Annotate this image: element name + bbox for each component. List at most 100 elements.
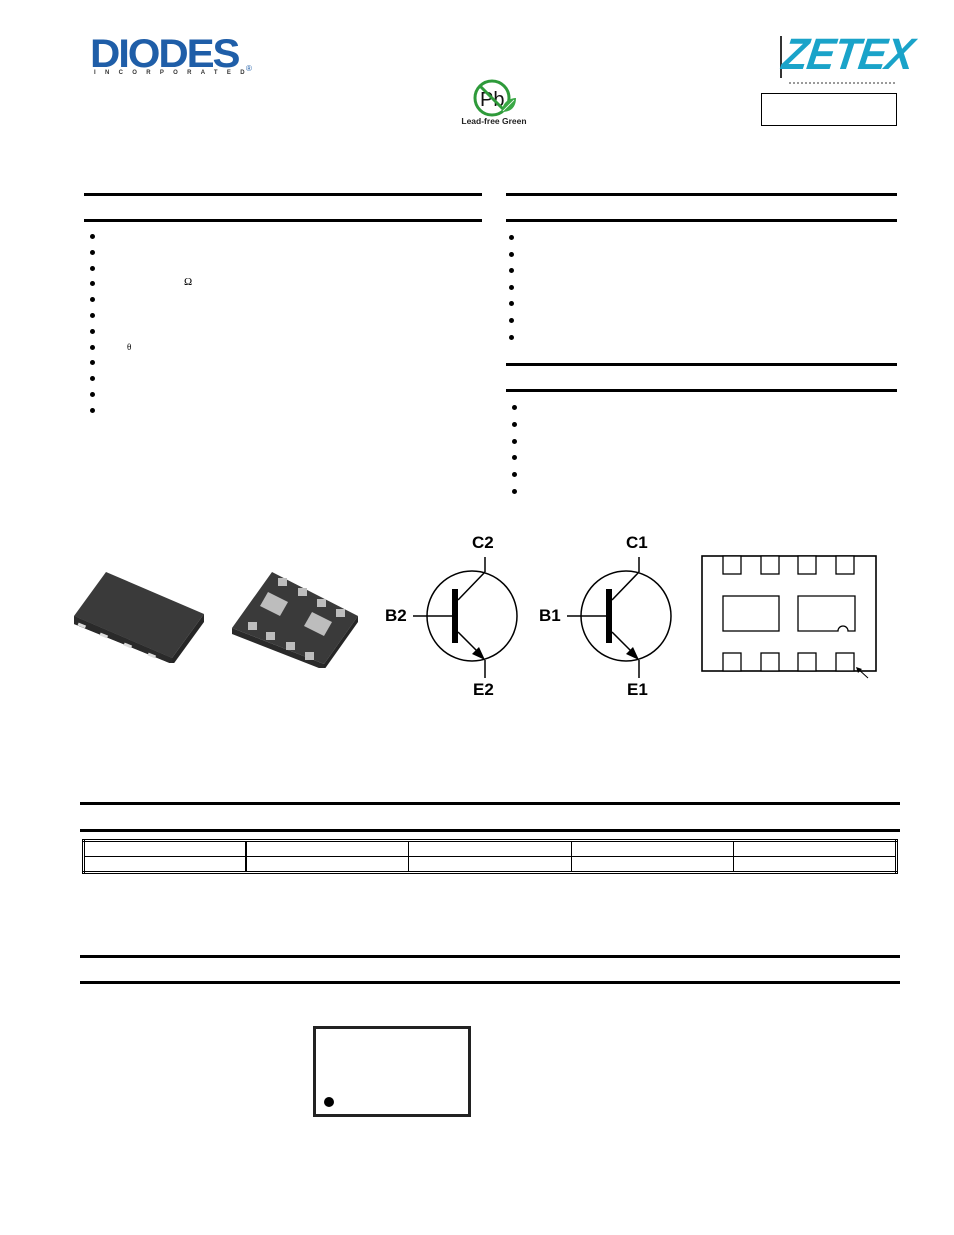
registered-mark: ® — [246, 64, 252, 73]
features-item — [90, 404, 480, 420]
marking-top-rule — [80, 955, 900, 958]
lead-free-green-badge: Pb Lead-free Green — [458, 78, 530, 128]
table-cell — [570, 856, 735, 873]
bullet-icon — [509, 334, 514, 340]
mechanical-item — [509, 248, 894, 265]
mechanical-data-title — [510, 198, 895, 216]
features-item: θ — [90, 341, 480, 357]
applications-list — [512, 401, 894, 502]
bullet-icon — [509, 301, 514, 307]
base-label: B2 — [385, 606, 407, 625]
marking-information-title — [84, 961, 894, 979]
zetex-logo: ZETEX — [779, 30, 917, 79]
diodes-logo-subtitle: INCORPORATED — [94, 70, 254, 76]
bullet-icon — [90, 265, 95, 271]
marking-bottom-rule — [80, 981, 900, 984]
pinout-diagram — [701, 555, 877, 679]
applications-item — [512, 435, 894, 452]
bullet-icon — [90, 376, 95, 382]
ordering-top-rule — [80, 802, 900, 805]
applications-title — [510, 368, 895, 386]
features-item — [90, 230, 480, 246]
theta-symbol: θ — [127, 341, 132, 352]
features-item — [90, 293, 480, 309]
bullet-icon — [90, 328, 95, 334]
marking-diagram — [313, 1026, 471, 1117]
mechanical-bottom-rule — [506, 219, 897, 222]
table-header-cell — [83, 840, 248, 857]
mechanical-item — [509, 264, 894, 281]
features-item — [90, 372, 480, 388]
mechanical-data-list — [509, 231, 894, 347]
table-header-cell — [570, 840, 735, 857]
applications-item — [512, 418, 894, 435]
bullet-icon — [512, 455, 517, 461]
table-header-cell — [733, 840, 897, 857]
npn-transistor-icon — [567, 557, 672, 678]
bullet-icon — [509, 235, 514, 240]
package-top-view-image — [74, 572, 204, 663]
features-title — [90, 198, 480, 216]
features-item — [90, 262, 480, 278]
diodes-logo-wordmark: DIODES — [90, 32, 241, 76]
applications-item — [512, 485, 894, 502]
bullet-icon — [512, 405, 517, 410]
table-cell — [733, 856, 897, 873]
mechanical-item — [509, 281, 894, 298]
features-list: Ω θ — [90, 230, 480, 420]
features-item — [90, 309, 480, 325]
bullet-icon — [512, 421, 517, 427]
collector-label: C1 — [626, 533, 648, 552]
applications-item — [512, 468, 894, 485]
mechanical-top-rule — [506, 193, 897, 196]
table-cell — [83, 856, 248, 873]
bullet-icon — [509, 268, 514, 274]
npn-transistor-icon — [413, 557, 518, 678]
applications-item — [512, 451, 894, 468]
collector-label: C2 — [472, 533, 494, 552]
features-item — [90, 246, 480, 262]
ordering-information-title — [84, 808, 894, 826]
part-number-box — [761, 93, 897, 126]
emitter-label: E2 — [473, 680, 494, 699]
applications-top-rule — [506, 363, 897, 366]
diodes-logo: DIODES INCORPORATED ® — [90, 34, 260, 80]
bullet-icon — [509, 317, 514, 323]
transistor-q2-symbol: C2 B2 E2 — [380, 530, 525, 705]
table-header-cell — [245, 840, 410, 857]
bullet-icon — [90, 407, 95, 413]
bullet-icon — [512, 488, 517, 494]
lead-free-icon: Pb — [473, 79, 516, 117]
mechanical-item — [509, 231, 894, 248]
applications-item — [512, 401, 894, 418]
zetex-divider — [780, 36, 782, 78]
mechanical-item — [509, 314, 894, 331]
bullet-icon — [90, 344, 95, 350]
ohm-symbol: Ω — [184, 276, 193, 289]
ordering-bottom-rule — [80, 829, 900, 832]
transistor-q1-symbol: C1 B1 E1 — [535, 530, 680, 705]
emitter-label: E1 — [627, 680, 648, 699]
bullet-icon — [512, 438, 517, 444]
features-item: Ω — [90, 276, 480, 293]
bullet-icon — [90, 234, 95, 239]
features-top-rule — [84, 193, 482, 196]
bullet-icon — [90, 249, 95, 255]
table-cell — [245, 856, 410, 873]
base-label: B1 — [539, 606, 561, 625]
table-cell — [408, 856, 572, 873]
features-item — [90, 356, 480, 372]
applications-bottom-rule — [506, 389, 897, 392]
mechanical-item — [509, 297, 894, 314]
bullet-icon — [90, 391, 95, 397]
package-bottom-view-image — [232, 572, 358, 668]
ordering-table — [82, 839, 898, 874]
features-bottom-rule — [84, 219, 482, 222]
features-item — [90, 325, 480, 341]
bullet-icon — [90, 297, 95, 303]
bullet-icon — [509, 251, 514, 257]
bullet-icon — [512, 472, 517, 478]
bullet-icon — [90, 312, 95, 318]
bullet-icon — [509, 284, 514, 290]
table-row — [83, 856, 897, 873]
